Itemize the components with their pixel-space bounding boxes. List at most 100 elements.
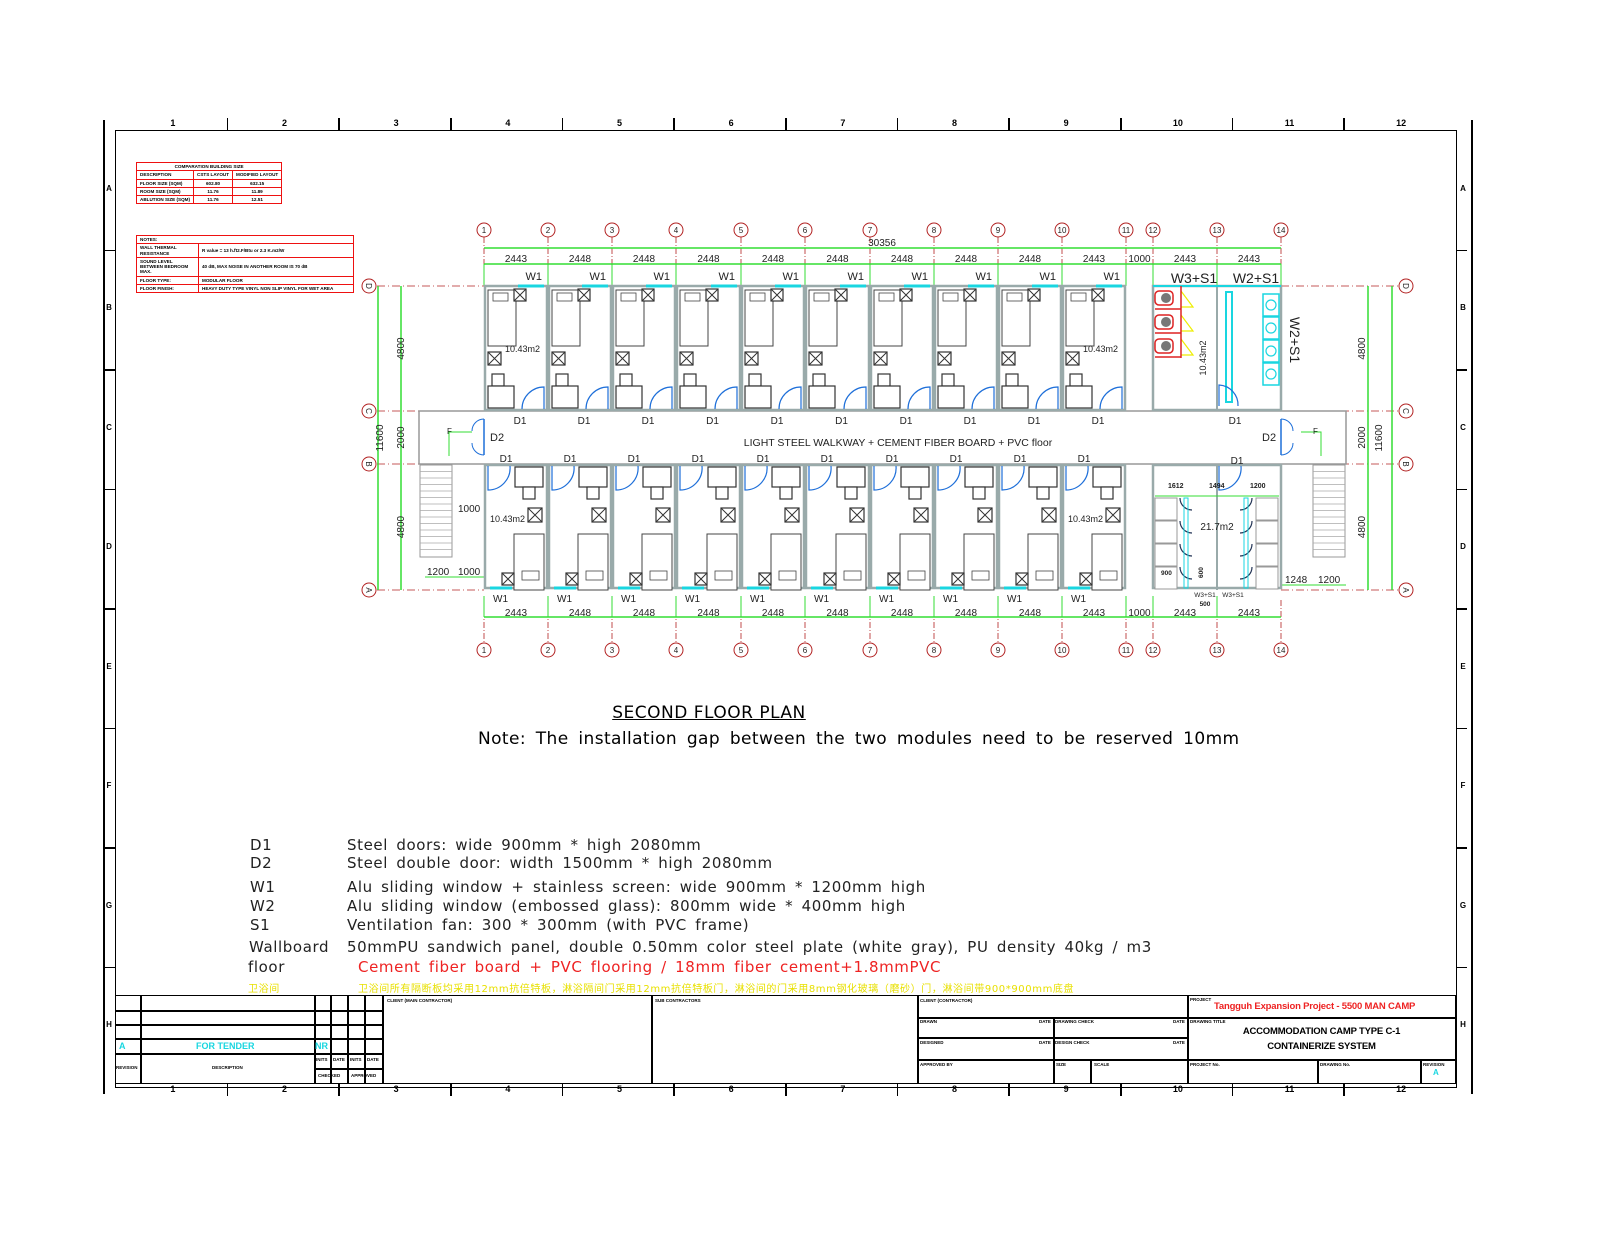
- up-mark: F: [447, 427, 452, 436]
- column-ruler-label: 9: [1063, 1084, 1069, 1094]
- column-ruler-label: 4: [505, 1084, 511, 1094]
- wardrobe-icon: [565, 572, 579, 586]
- pillow-icon: [942, 292, 959, 302]
- grid-bubble-label: 2: [546, 646, 551, 655]
- grid-bubble: [1209, 642, 1225, 658]
- grid-bubble-label: 14: [1277, 646, 1286, 655]
- wardrobe-icon: [913, 507, 929, 523]
- up-mark: F: [1313, 427, 1318, 436]
- grid-bubble-label: 9: [996, 646, 1001, 655]
- grid-bubble: [361, 278, 377, 294]
- window-label: W1: [976, 271, 993, 283]
- left-stair: [419, 464, 453, 558]
- chair-icon: [748, 373, 762, 387]
- grid-bubble-label: A: [364, 587, 373, 593]
- toilet-window-label: W2+S1: [1233, 270, 1280, 286]
- door-label: D1: [692, 454, 705, 465]
- grid-bubble-label: D: [1401, 283, 1410, 289]
- washbasin-icon: [1265, 299, 1277, 311]
- notes-title: NOTES:: [136, 234, 354, 245]
- shower-stall: [1154, 566, 1178, 590]
- wardrobe-icon: [487, 351, 502, 366]
- door-label: D1: [1028, 416, 1041, 427]
- chair-icon: [972, 486, 986, 500]
- ruler-tick: [673, 118, 675, 130]
- urinal-trough: [1225, 291, 1233, 403]
- desk-icon: [1092, 466, 1122, 488]
- top-dimension: 2443: [1083, 254, 1106, 265]
- initials-value: NR: [315, 1041, 328, 1051]
- ruler-tick: [104, 249, 115, 251]
- chair-icon: [650, 486, 664, 500]
- row-ruler-label: D: [1460, 542, 1466, 552]
- date-label: DATE: [1173, 1040, 1185, 1045]
- inits-header: INITS: [350, 1057, 362, 1062]
- grid-bubble: [361, 456, 377, 472]
- grid-bubble-label: C: [1401, 408, 1410, 414]
- grid-bubble: [1054, 222, 1070, 238]
- ruler-tick: [1456, 608, 1467, 610]
- desk-icon: [836, 466, 866, 488]
- grid-bubble-label: 6: [803, 226, 808, 235]
- plan-title-text: SECOND FLOOR PLAN: [612, 703, 806, 723]
- walkway-label: LIGHT STEEL WALKWAY + CEMENT FIBER BOARD…: [744, 437, 1053, 449]
- grid-bubble: [540, 222, 556, 238]
- ruler-tick: [1120, 118, 1122, 130]
- column-ruler-label: 12: [1396, 1084, 1407, 1094]
- divider: [651, 995, 653, 1084]
- door-label: D1: [1229, 416, 1242, 427]
- grid-bubble: [1209, 222, 1225, 238]
- drawing-check-label: DRAWING CHECK: [1055, 1019, 1094, 1024]
- wardrobe-icon: [577, 288, 591, 302]
- ruler-tick: [1456, 249, 1467, 251]
- grid-bubble: [1145, 642, 1161, 658]
- grid-bubble: [1273, 642, 1289, 658]
- window-label: W1: [848, 271, 865, 283]
- ruler-tick: [1343, 1084, 1345, 1096]
- door-d1: [487, 465, 511, 491]
- ruler-tick: [1456, 488, 1467, 490]
- right-total-dim: 11600: [1374, 424, 1385, 452]
- door-d1: [714, 386, 738, 410]
- row-ruler-label: F: [1460, 781, 1466, 791]
- wardrobe-icon: [808, 351, 823, 366]
- door-d1: [679, 465, 703, 491]
- door-label: D1: [771, 416, 784, 427]
- room-area-label: 10.43m2: [490, 514, 525, 524]
- double-door-swing: [1280, 418, 1294, 456]
- wardrobe-icon: [744, 351, 759, 366]
- grid-bubble: [862, 222, 878, 238]
- stall-door: [1180, 314, 1195, 332]
- divider: [364, 995, 366, 1084]
- window-label: W1: [621, 594, 636, 605]
- row-ruler-label: H: [106, 1020, 112, 1030]
- door-label: D1: [900, 416, 913, 427]
- bed-icon: [963, 533, 995, 591]
- grid-bubble-label: 5: [739, 646, 744, 655]
- door-label: D1: [628, 454, 641, 465]
- grid-bubble-label: 11: [1122, 226, 1131, 235]
- bed-icon: [706, 533, 738, 591]
- bottom-dimension: 2448: [697, 608, 720, 619]
- desk-icon: [937, 385, 965, 409]
- row-ruler-label: G: [105, 900, 113, 910]
- ruler-tick: [104, 608, 115, 610]
- top-dimension: 2448: [569, 254, 592, 265]
- desk-icon: [551, 385, 579, 409]
- grid-bubble-label: B: [1401, 461, 1410, 466]
- chair-icon: [619, 373, 633, 387]
- grid-bubble-label: 5: [739, 226, 744, 235]
- wardrobe-icon: [591, 507, 607, 523]
- divider: [347, 995, 349, 1084]
- grid-bubble: [604, 642, 620, 658]
- design-check-label: DESIGN CHECK: [1055, 1040, 1090, 1045]
- revision-value: A: [1433, 1068, 1439, 1077]
- ruler-tick: [338, 1084, 340, 1096]
- door-label: D1: [821, 454, 834, 465]
- grid-bubble-label: 10: [1058, 646, 1067, 655]
- pillow-icon: [556, 292, 573, 302]
- title-block: [115, 995, 1456, 1084]
- toilet-icon: [1161, 341, 1171, 351]
- bed-icon: [1091, 533, 1123, 591]
